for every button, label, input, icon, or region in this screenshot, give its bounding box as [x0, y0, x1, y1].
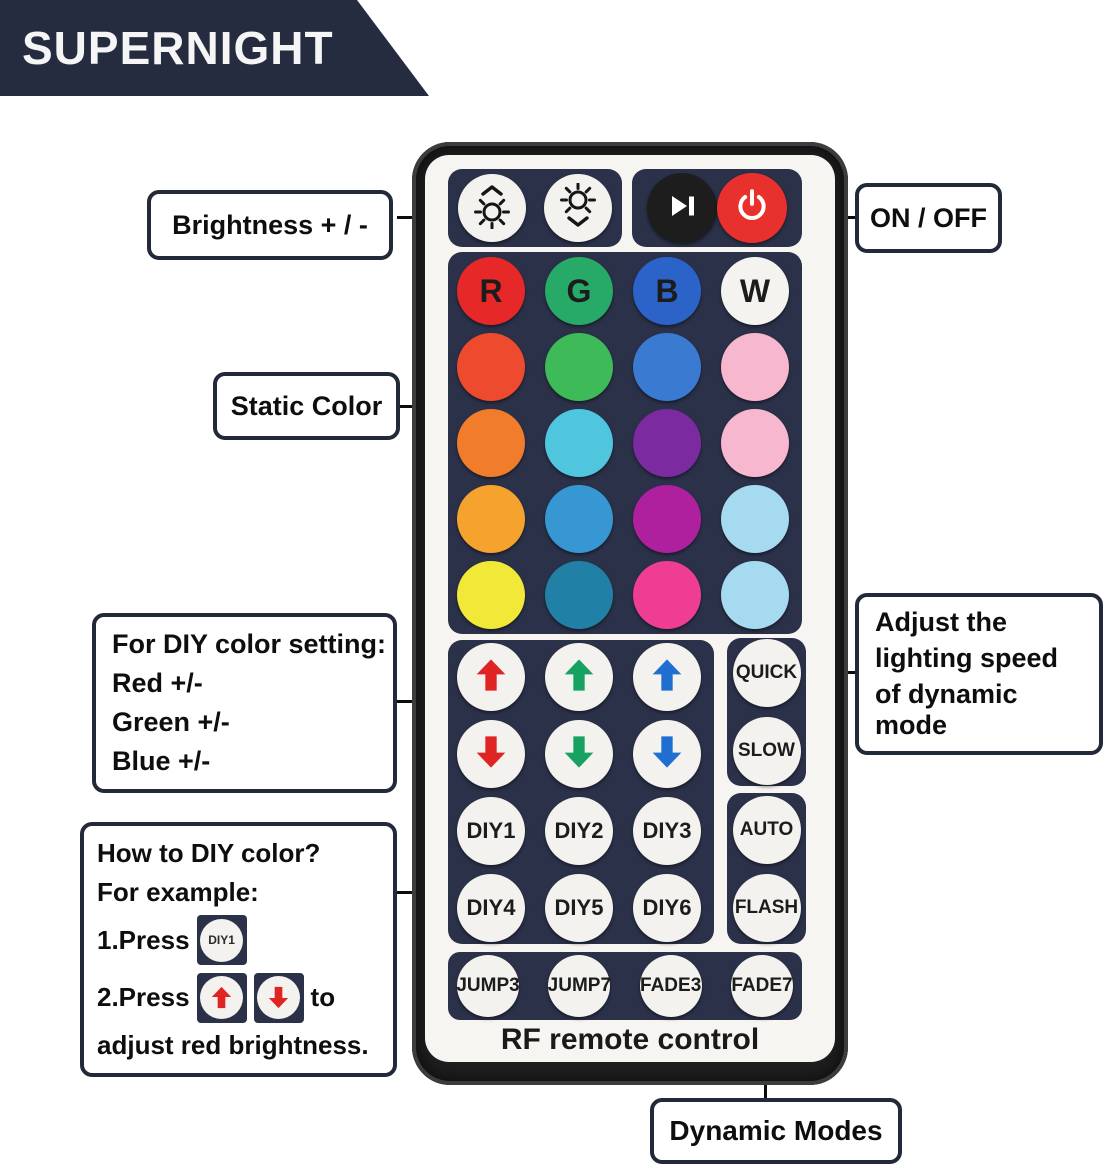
mode-button-panel: AUTO FLASH [727, 793, 806, 944]
brand-banner: SUPERNIGHT [0, 0, 429, 96]
fade3-button[interactable]: FADE3 [639, 955, 702, 1017]
down-arrow-icon [647, 732, 687, 777]
jump7-button[interactable]: JUMP7 [548, 955, 611, 1017]
power-button-panel [632, 169, 802, 247]
fade7-button[interactable]: FADE7 [730, 955, 793, 1017]
down-arrow-icon [471, 732, 511, 777]
dynamic-mode-button-panel: JUMP3 JUMP7 FADE3 FADE7 [448, 952, 802, 1020]
flash-button[interactable]: FLASH [732, 873, 801, 942]
brightness-up-icon [469, 183, 515, 234]
speed-line: of dynamic mode [875, 678, 1018, 740]
up-arrow-icon [647, 655, 687, 700]
callout-speed: Adjust the lighting speed of dynamic mod… [855, 593, 1103, 755]
diy-setting-line: For DIY color setting: [112, 629, 387, 659]
green-down-button[interactable] [545, 720, 613, 788]
diy-setting-line: Blue +/- [112, 746, 211, 776]
diy2-button[interactable]: DIY2 [545, 797, 613, 865]
diy1-chip-label: DIY1 [200, 918, 244, 962]
step2-text: 2.Press [97, 982, 190, 1012]
red-down-arrow-chip [253, 972, 304, 1023]
static-color-button-12[interactable] [721, 485, 789, 553]
static-color-button-7[interactable] [633, 409, 701, 477]
static-color-button-15[interactable] [633, 561, 701, 629]
static-color-button-4[interactable] [721, 333, 789, 401]
play-pause-button[interactable] [647, 173, 717, 243]
diy-setting-line: Green +/- [112, 707, 230, 737]
diy5-button[interactable]: DIY5 [545, 874, 613, 942]
brightness-down-button[interactable] [544, 174, 612, 242]
quick-button[interactable]: QUICK [732, 639, 801, 707]
color-button-w[interactable]: W [721, 257, 789, 325]
red-down-arrow-icon [257, 976, 301, 1019]
callout-dynamic-modes: Dynamic Modes [650, 1098, 902, 1164]
red-up-arrow-chip [196, 972, 247, 1023]
diy-setting-line: Red +/- [112, 668, 203, 698]
static-color-button-1[interactable] [457, 333, 525, 401]
how-to-closing: adjust red brightness. [97, 1030, 369, 1060]
brightness-up-button[interactable] [458, 174, 526, 242]
callout-diy-setting: For DIY color setting: Red +/- Green +/-… [92, 613, 397, 793]
blue-down-button[interactable] [633, 720, 701, 788]
brightness-button-panel [448, 169, 622, 247]
step1-text: 1.Press [97, 924, 190, 955]
diy3-button[interactable]: DIY3 [633, 797, 701, 865]
diy1-button[interactable]: DIY1 [457, 797, 525, 865]
static-color-button-5[interactable] [457, 409, 525, 477]
static-color-button-10[interactable] [545, 485, 613, 553]
up-arrow-icon [471, 655, 511, 700]
callout-how-to-diy: How to DIY color? For example: 1.Press D… [80, 822, 397, 1077]
diy1-chip: DIY1 [196, 915, 247, 965]
static-color-button-2[interactable] [545, 333, 613, 401]
speed-line: Adjust the [875, 607, 1007, 638]
red-up-button[interactable] [457, 643, 525, 711]
static-color-button-13[interactable] [457, 561, 525, 629]
how-to-example: For example: [97, 876, 259, 907]
brightness-down-icon [555, 182, 601, 234]
auto-button[interactable]: AUTO [732, 795, 801, 864]
how-to-title: How to DIY color? [97, 838, 321, 868]
callout-on-off: ON / OFF [855, 183, 1002, 253]
play-pause-icon [665, 189, 699, 228]
speed-line: lighting speed [875, 642, 1059, 673]
static-color-button-6[interactable] [545, 409, 613, 477]
slow-button[interactable]: SLOW [732, 717, 801, 785]
static-color-button-11[interactable] [633, 485, 701, 553]
static-color-button-9[interactable] [457, 485, 525, 553]
power-button[interactable] [717, 173, 787, 243]
static-color-button-14[interactable] [545, 561, 613, 629]
color-button-b[interactable]: B [633, 257, 701, 325]
static-color-button-3[interactable] [633, 333, 701, 401]
color-button-r[interactable]: R [457, 257, 525, 325]
callout-static-color: Static Color [213, 372, 400, 440]
power-icon [733, 187, 771, 230]
callout-brightness: Brightness + / - [147, 190, 393, 260]
rf-remote-label: RF remote control [500, 1023, 760, 1056]
brand-name: SUPERNIGHT [22, 22, 334, 74]
down-arrow-icon [559, 732, 599, 777]
how-to-step2: 2.Press to [97, 972, 336, 1023]
static-color-button-16[interactable] [721, 561, 789, 629]
up-arrow-icon [559, 655, 599, 700]
diy6-button[interactable]: DIY6 [633, 874, 701, 942]
jump3-button[interactable]: JUMP3 [456, 955, 520, 1017]
red-up-arrow-icon [200, 976, 244, 1019]
color-button-g[interactable]: G [545, 257, 613, 325]
speed-button-panel: QUICK SLOW [727, 638, 806, 786]
red-down-button[interactable] [457, 720, 525, 788]
static-color-button-8[interactable] [721, 409, 789, 477]
diy4-button[interactable]: DIY4 [457, 874, 525, 942]
blue-up-button[interactable] [633, 643, 701, 711]
step2-suffix-text: to [310, 982, 336, 1012]
how-to-step1: 1.Press DIY1 [97, 915, 247, 965]
green-up-button[interactable] [545, 643, 613, 711]
